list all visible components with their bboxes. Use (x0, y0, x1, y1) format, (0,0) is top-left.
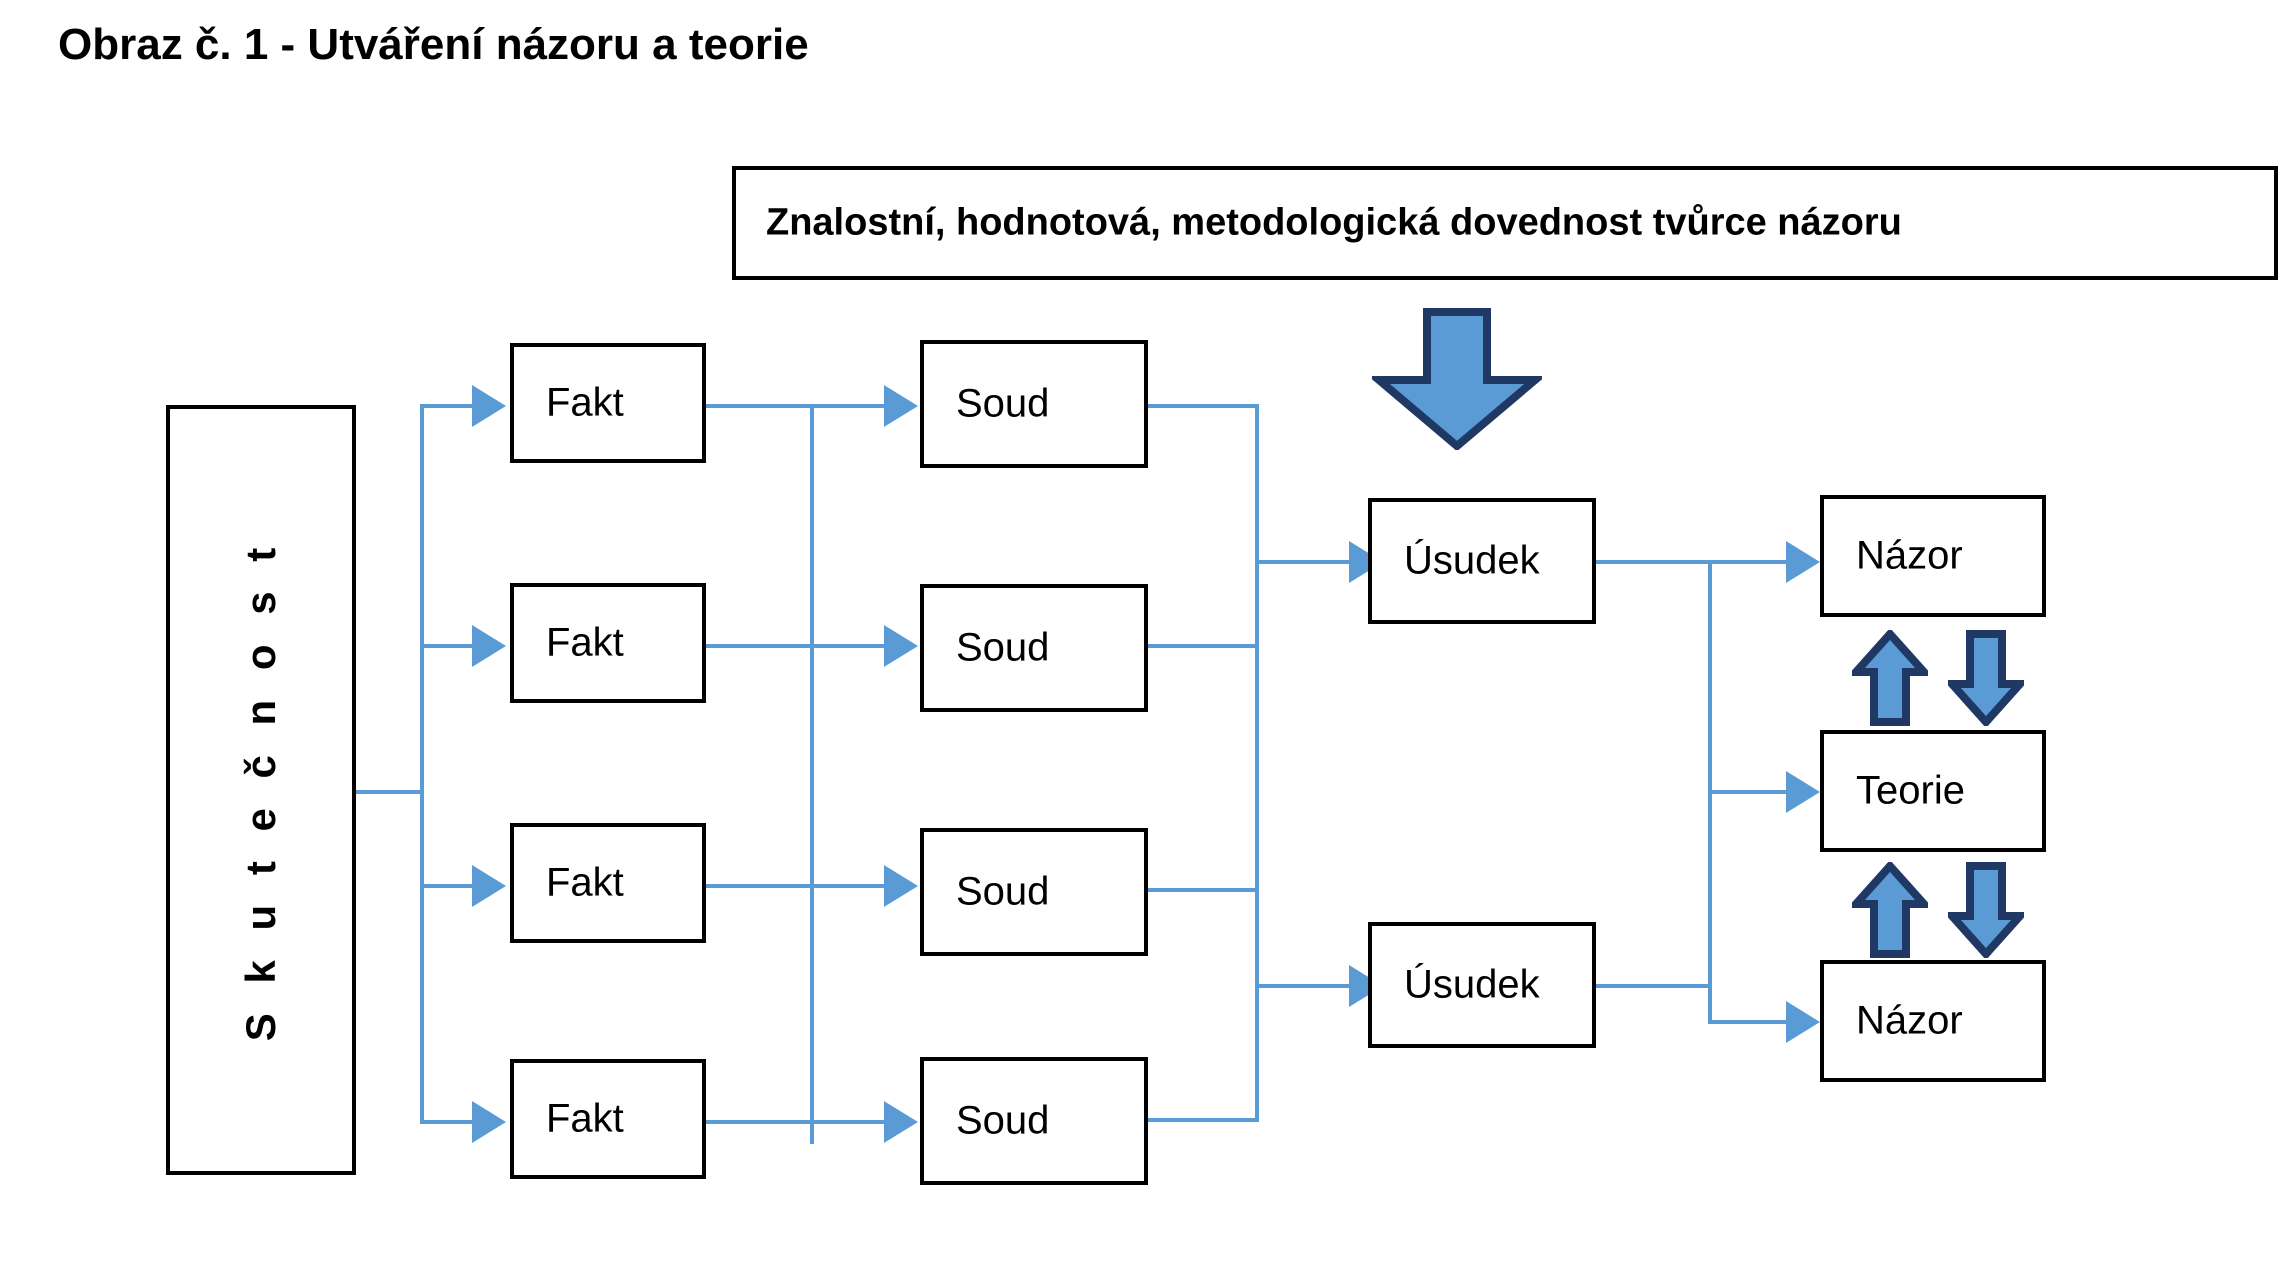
arrow-right-icon (884, 865, 918, 907)
inference1-out (1596, 560, 1712, 564)
arrow-right-icon (1786, 1001, 1820, 1043)
inference-label: Úsudek (1404, 962, 1540, 1007)
lower-inference-bus (1255, 644, 1259, 1122)
arrow-right-icon (472, 625, 506, 667)
fact-label: Fakt (546, 860, 624, 905)
judgement-label: Soud (956, 625, 1050, 670)
judgement-box-2: Soud (920, 584, 1148, 712)
arrow-right-icon (884, 385, 918, 427)
bus-to-opinion-bottom (1708, 1020, 1786, 1024)
fact-box-3: Fakt (510, 823, 706, 943)
arrow-up-icon (1852, 630, 1928, 726)
reality-branch-2 (420, 644, 472, 648)
opinion-box-top: Názor (1820, 495, 2046, 617)
arrow-right-icon (472, 385, 506, 427)
judgement2-collector-lead (1148, 644, 1258, 648)
arrow-right-icon (1786, 771, 1820, 813)
judgement-box-4: Soud (920, 1057, 1148, 1185)
fact-box-1: Fakt (510, 343, 706, 463)
judgement4-collector-lead (1148, 1118, 1258, 1122)
reality-box: S k u t e č n o s t (166, 405, 356, 1175)
opinion-label: Názor (1856, 533, 1963, 578)
reality-branch-4 (420, 1120, 472, 1124)
lower-inference-feed (1255, 984, 1349, 988)
fact-label: Fakt (546, 380, 624, 425)
opinion-label: Názor (1856, 998, 1963, 1043)
fact-box-2: Fakt (510, 583, 706, 703)
inference-box-1: Úsudek (1368, 498, 1596, 624)
arrow-right-icon (884, 1101, 918, 1143)
upper-inference-bus (1255, 404, 1259, 644)
judgement3-collector-lead (1148, 888, 1258, 892)
fact-judgement-bus (810, 404, 814, 1144)
header-banner-label: Znalostní, hodnotová, metodologická dove… (766, 201, 1902, 244)
judgement-box-1: Soud (920, 340, 1148, 468)
opinion-box-bottom: Názor (1820, 960, 2046, 1082)
arrow-down-icon (1372, 308, 1542, 450)
arrow-down-icon (1948, 862, 2024, 958)
judgement-label: Soud (956, 381, 1050, 426)
reality-branch-3 (420, 884, 472, 888)
arrow-right-icon (884, 625, 918, 667)
reality-branch-1 (420, 404, 472, 408)
judgement-box-3: Soud (920, 828, 1148, 956)
fact3-to-judgement3 (706, 884, 884, 888)
arrow-up-icon (1852, 862, 1928, 958)
inference2-out (1596, 984, 1712, 988)
fact-label: Fakt (546, 620, 624, 665)
arrow-right-icon (1786, 541, 1820, 583)
fact-box-4: Fakt (510, 1059, 706, 1179)
reality-output-stub (356, 790, 422, 794)
judgement-label: Soud (956, 869, 1050, 914)
upper-inference-feed (1255, 560, 1349, 564)
fact2-to-judgement2 (706, 644, 884, 648)
theory-label: Teorie (1856, 768, 1965, 813)
fact1-to-judgement1 (706, 404, 884, 408)
reality-distributor-bus (420, 404, 424, 1124)
bus-to-theory (1708, 790, 1786, 794)
page-title: Obraz č. 1 - Utváření názoru a teorie (58, 20, 809, 69)
arrow-down-icon (1948, 630, 2024, 726)
judgement1-collector-lead (1148, 404, 1258, 408)
reality-label: S k u t e č n o s t (237, 538, 284, 1042)
arrow-right-icon (472, 1101, 506, 1143)
inference-label: Úsudek (1404, 538, 1540, 583)
bus-to-opinion-top (1708, 560, 1786, 564)
arrow-right-icon (472, 865, 506, 907)
inference-box-2: Úsudek (1368, 922, 1596, 1048)
theory-box: Teorie (1820, 730, 2046, 852)
judgement-label: Soud (956, 1098, 1050, 1143)
fact4-to-judgement4 (706, 1120, 884, 1124)
header-banner-box: Znalostní, hodnotová, metodologická dove… (732, 166, 2278, 280)
fact-label: Fakt (546, 1096, 624, 1141)
